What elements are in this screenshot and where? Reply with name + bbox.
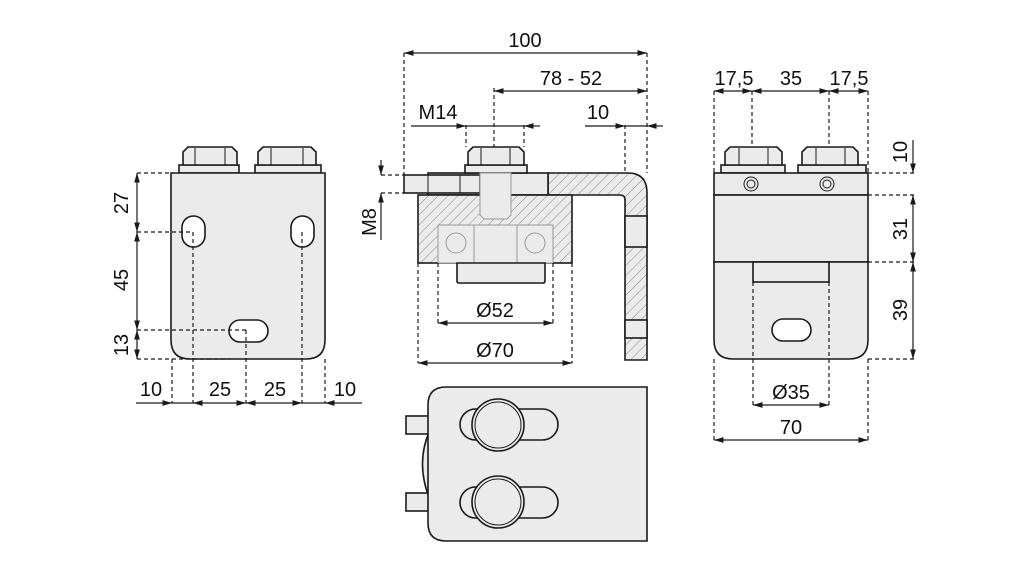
dim-17-5-left: 17,5 <box>715 68 754 90</box>
dim-39: 39 <box>890 299 912 321</box>
end-view: 17,5 35 17,5 10 31 39 Ø35 70 <box>713 68 916 443</box>
dim-10-left: 10 <box>140 379 162 401</box>
dim-100: 100 <box>508 30 541 52</box>
bolt-head <box>471 398 525 452</box>
front-view: 27 45 13 10 25 25 10 <box>111 146 362 406</box>
slot-hole <box>228 319 269 343</box>
dim-78-52: 78 - 52 <box>540 68 602 90</box>
dim-70: 70 <box>780 417 802 439</box>
dim-10-flange: 10 <box>587 102 609 124</box>
dim-25-left: 25 <box>209 379 231 401</box>
dim-17-5-right: 17,5 <box>830 68 869 90</box>
dim-35-top: 35 <box>780 68 802 90</box>
bracket-arm <box>547 172 648 361</box>
hex-nut-left <box>178 146 240 174</box>
dim-10-top: 10 <box>890 141 912 163</box>
dim-13: 13 <box>111 334 133 356</box>
mounting-plate <box>170 172 326 360</box>
dim-10-right: 10 <box>334 379 356 401</box>
bolt-head <box>471 475 525 529</box>
dim-dia-52: Ø52 <box>476 300 514 322</box>
hex-nut-right <box>254 146 322 174</box>
dim-dia-35: Ø35 <box>772 382 810 404</box>
dim-27: 27 <box>111 192 133 214</box>
dim-m8: M8 <box>359 208 381 236</box>
dim-25-right: 25 <box>264 379 286 401</box>
dim-45: 45 <box>111 269 133 291</box>
dim-dia-70: Ø70 <box>476 340 514 362</box>
section-view: 100 78 - 52 M14 10 M8 Ø52 Ø70 <box>359 30 663 366</box>
plan-view <box>405 386 648 542</box>
dim-31: 31 <box>890 218 912 240</box>
dim-m14: M14 <box>419 102 458 124</box>
